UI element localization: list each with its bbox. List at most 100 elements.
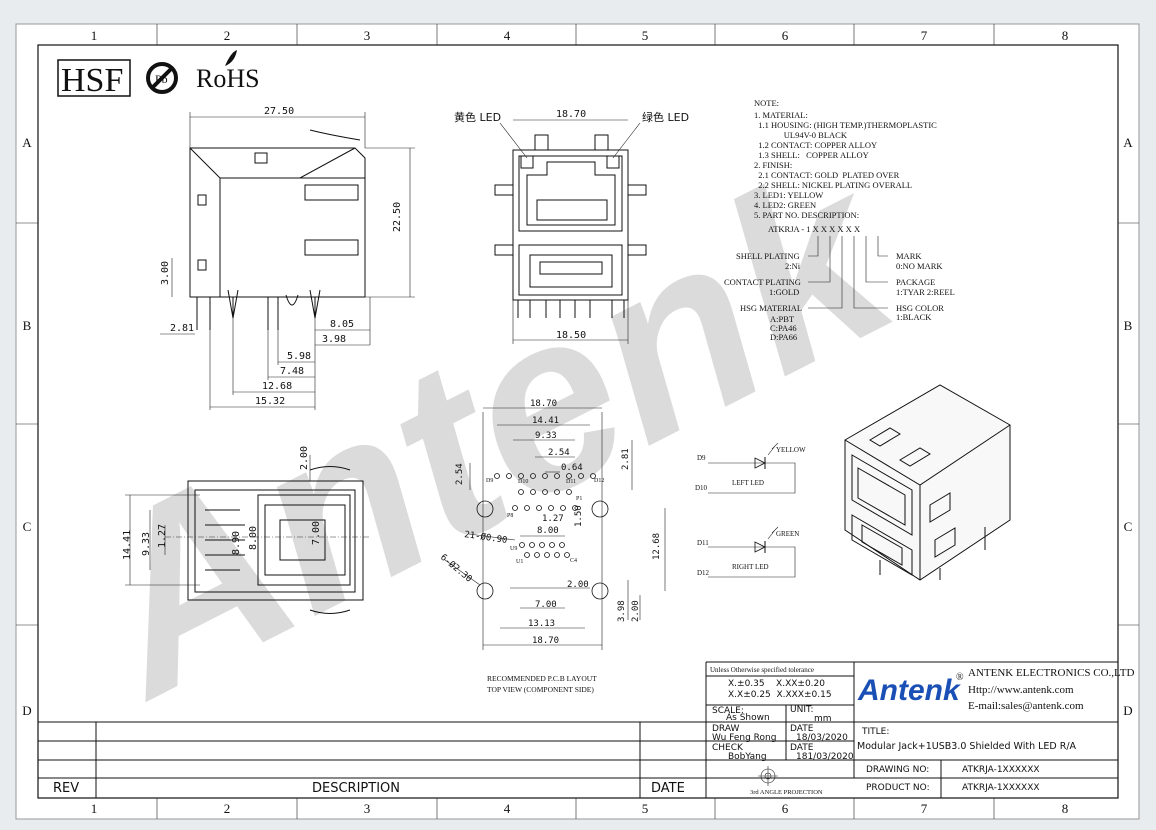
svg-text:Unless Otherwise specified tol: Unless Otherwise specified tolerance (710, 666, 814, 674)
svg-text:8.05: 8.05 (330, 319, 354, 330)
svg-text:7.00: 7.00 (535, 600, 557, 610)
svg-text:1.2 CONTACT: COPPER ALLOY: 1.2 CONTACT: COPPER ALLOY (754, 140, 877, 150)
drawing-title: Modular Jack+1USB3.0 Shielded With LED R… (857, 741, 1077, 752)
svg-text:3rd ANGLE PROJECTION: 3rd ANGLE PROJECTION (750, 789, 823, 796)
svg-text:C: C (1124, 519, 1133, 534)
led-schematic: D9 D10 YELLOW LEFT LED D11 D12 GREEN RIG… (695, 442, 806, 578)
svg-text:YELLOW: YELLOW (776, 446, 806, 454)
company-logo: Antenk ® (857, 672, 964, 707)
svg-text:4: 4 (504, 801, 511, 816)
svg-text:D11: D11 (697, 539, 709, 547)
svg-text:2:Ni: 2:Ni (785, 261, 801, 271)
company-email: E-mail:sales@antenk.com (968, 700, 1084, 712)
leaf-icon (225, 50, 237, 66)
svg-text:1:TYAR 2:REEL: 1:TYAR 2:REEL (896, 287, 955, 297)
svg-text:REV: REV (53, 781, 79, 796)
dim-height: 22.50 (392, 202, 403, 232)
svg-text:UL94V-0 BLACK: UL94V-0 BLACK (754, 130, 848, 140)
svg-text:3: 3 (364, 801, 371, 816)
svg-text:1.27: 1.27 (542, 514, 564, 524)
svg-text:D: D (1123, 703, 1132, 718)
svg-text:5: 5 (642, 801, 649, 816)
col-label-1: 1 (91, 28, 98, 43)
svg-text:14.41: 14.41 (532, 416, 559, 426)
side-view: 27.50 22.50 3.00 2.81 8.05 3.98 5.98 7.4… (160, 106, 415, 410)
col-label-2: 2 (224, 28, 231, 43)
svg-text:®: ® (956, 672, 964, 683)
company-website: Http://www.antenk.com (968, 684, 1074, 696)
svg-text:C:PA46: C:PA46 (770, 323, 797, 333)
svg-text:D9: D9 (697, 454, 706, 462)
svg-text:X.X±0.25 X.XXX±0.15: X.X±0.25 X.XXX±0.15 (728, 690, 832, 700)
svg-text:D:PA66: D:PA66 (770, 332, 797, 342)
svg-text:DATE: DATE (790, 724, 814, 734)
svg-text:18.70: 18.70 (556, 109, 586, 120)
svg-text:D10: D10 (518, 479, 528, 485)
svg-text:HSG COLOR: HSG COLOR (896, 303, 944, 313)
row-label-b: B (23, 318, 32, 333)
svg-text:2.00: 2.00 (299, 446, 310, 470)
dim-width: 27.50 (264, 106, 294, 117)
svg-text:3.98: 3.98 (322, 334, 346, 345)
svg-text:D12: D12 (697, 569, 710, 577)
svg-text:3.00: 3.00 (160, 261, 171, 285)
svg-text:7.00: 7.00 (311, 521, 322, 545)
svg-text:D10: D10 (695, 484, 708, 492)
svg-text:18/03/2020: 18/03/2020 (796, 733, 848, 743)
svg-text:2.54: 2.54 (548, 448, 570, 458)
svg-text:D12: D12 (594, 478, 604, 484)
svg-text:TITLE:: TITLE: (861, 727, 889, 737)
svg-text:U1: U1 (516, 559, 523, 565)
svg-text:3.98: 3.98 (617, 600, 627, 622)
svg-text:7.48: 7.48 (280, 366, 304, 377)
svg-text:CONTACT PLATING: CONTACT PLATING (724, 277, 801, 287)
svg-text:181/03/2020: 181/03/2020 (796, 752, 854, 762)
grid-frame (16, 24, 1139, 819)
svg-text:2.81: 2.81 (621, 448, 631, 470)
svg-text:1:GOLD: 1:GOLD (769, 287, 799, 297)
certification-marks: HSF Pb RoHS (57, 50, 260, 99)
svg-text:2.54: 2.54 (455, 463, 465, 485)
svg-text:8: 8 (1062, 801, 1069, 816)
svg-text:U9: U9 (510, 546, 517, 552)
svg-text:8.00: 8.00 (248, 526, 259, 550)
svg-text:P8: P8 (507, 513, 513, 519)
led-right-label: 绿色 LED (642, 110, 689, 124)
company-name: ANTENK ELECTRONICS CO.,LTD (968, 667, 1134, 679)
projection-symbol: 3rd ANGLE PROJECTION (750, 766, 823, 796)
svg-text:2.81: 2.81 (170, 323, 194, 334)
svg-text:1. MATERIAL:: 1. MATERIAL: (754, 110, 808, 120)
col-label-5: 5 (642, 28, 649, 43)
svg-text:18.50: 18.50 (556, 330, 586, 341)
svg-text:DRAW: DRAW (712, 724, 739, 734)
svg-text:18.70: 18.70 (532, 636, 559, 646)
svg-text:1.27: 1.27 (157, 524, 168, 548)
svg-text:X.±0.35 X.XX±0.20: X.±0.35 X.XX±0.20 (728, 679, 825, 689)
title-block: Unless Otherwise specified tolerance X.±… (38, 661, 1134, 798)
svg-text:1.50: 1.50 (574, 505, 584, 527)
left-led-label: LEFT LED (732, 479, 764, 487)
svg-text:12.68: 12.68 (262, 381, 292, 392)
svg-text:4. LED2: GREEN: 4. LED2: GREEN (754, 200, 816, 210)
svg-text:0:NO MARK: 0:NO MARK (896, 261, 943, 271)
svg-text:2. FINISH:: 2. FINISH: (754, 160, 792, 170)
notes-title: NOTE: (754, 98, 779, 108)
row-label-d: D (22, 703, 31, 718)
drawing-number: ATKRJA-1XXXXXX (962, 765, 1040, 775)
svg-text:2: 2 (224, 801, 231, 816)
isometric-view (844, 384, 1011, 581)
pcb-caption-1: RECOMMENDED P.C.B LAYOUT (487, 674, 597, 683)
svg-text:CHECK: CHECK (712, 743, 744, 753)
col-label-6: 6 (782, 28, 789, 43)
top-view: 2.00 14.41 9.33 1.27 8.90 8.00 7.00 (122, 446, 370, 614)
svg-text:mm: mm (814, 714, 832, 724)
front-view: 黄色 LED 绿色 LED 18.70 18.50 (454, 109, 689, 344)
svg-text:5.98: 5.98 (287, 351, 311, 362)
svg-text:13.13: 13.13 (528, 619, 555, 629)
svg-text:18.70: 18.70 (530, 399, 557, 409)
svg-text:0.64: 0.64 (561, 463, 583, 473)
svg-text:D9: D9 (486, 478, 493, 484)
svg-text:B: B (1124, 318, 1133, 333)
svg-text:Antenk: Antenk (857, 674, 961, 707)
